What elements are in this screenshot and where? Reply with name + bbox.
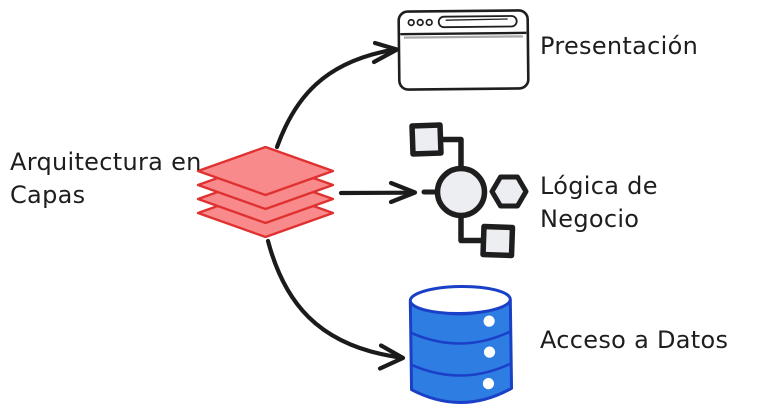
- layers-icon: [196, 145, 335, 239]
- arrow-to-business-logic: [338, 180, 418, 205]
- database-divider: [410, 362, 512, 377]
- workflow-square-top: [409, 122, 444, 157]
- source-label: Arquitectura en Capas: [10, 148, 202, 209]
- target-label-business-logic: Lógica de Negocio: [540, 172, 658, 233]
- browser-topbar-shadow: [403, 35, 523, 39]
- database-dot: [482, 378, 495, 390]
- workflow-connector-top: [438, 136, 464, 173]
- database-divider: [410, 330, 512, 345]
- database-top-ellipse: [408, 284, 512, 316]
- workflow-icon: [409, 122, 529, 259]
- database-dot: [483, 346, 496, 358]
- target-label-data-access: Acceso a Datos: [540, 326, 729, 354]
- workflow-square-bottom: [480, 223, 516, 259]
- traffic-dots-icon: [407, 18, 433, 27]
- workflow-connector-bottom: [458, 211, 485, 244]
- address-bar: [437, 15, 518, 29]
- database-body: [408, 298, 514, 404]
- workflow-circle: [434, 165, 488, 219]
- layer-sheet: [196, 145, 335, 197]
- address-bar-detail: [445, 18, 508, 21]
- workflow-hexagon: [489, 174, 529, 209]
- browser-window-icon: [397, 9, 530, 91]
- browser-frame: [397, 9, 530, 91]
- arrow-to-presentation: [274, 40, 400, 150]
- database-dot: [483, 315, 495, 327]
- target-label-presentation: Presentación: [540, 32, 699, 60]
- arrow-to-data-access: [265, 238, 406, 371]
- browser-topbar-divider: [400, 31, 527, 36]
- database-icon: [408, 284, 514, 404]
